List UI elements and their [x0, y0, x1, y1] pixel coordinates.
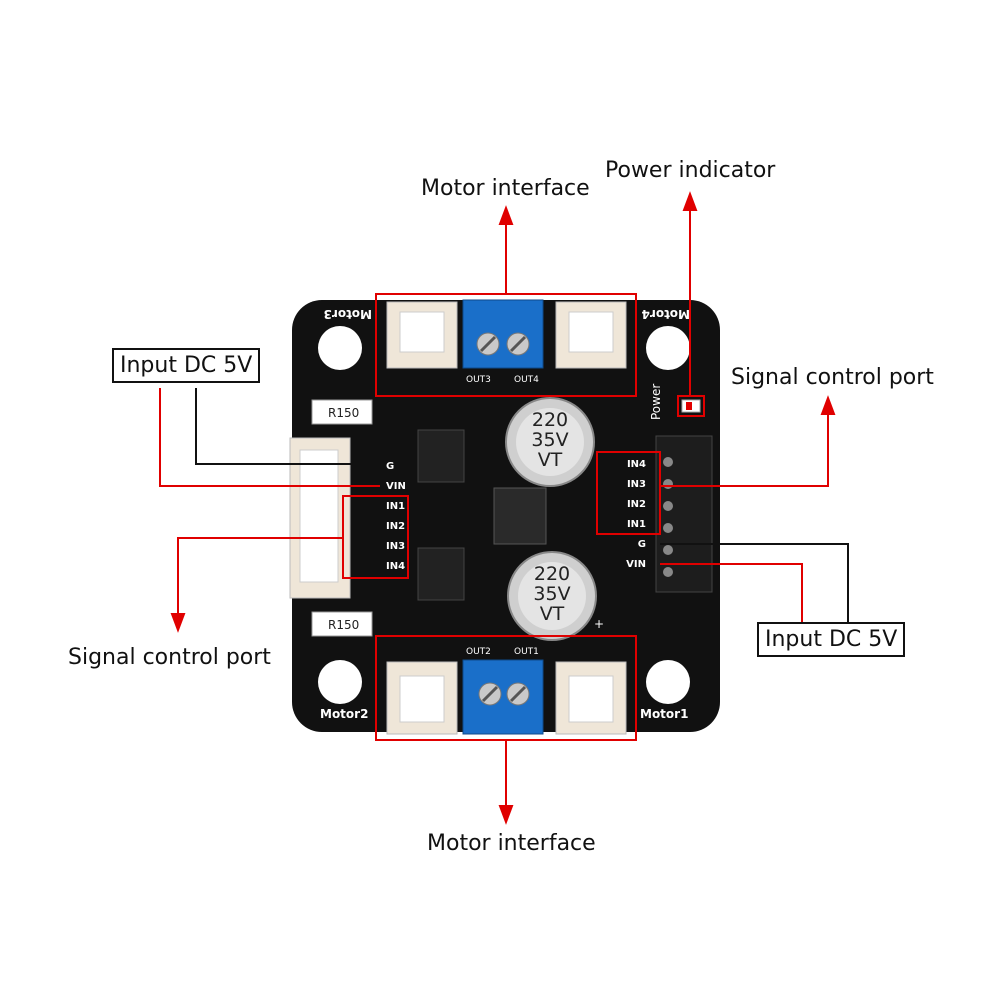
capacitor-label-line: VT	[538, 449, 563, 471]
capacitor-label-line: 35V	[533, 583, 570, 605]
board-label-power: Power	[649, 384, 663, 420]
mounting-hole	[646, 660, 690, 704]
highlight-right-signal	[596, 451, 661, 535]
board-label-motor3: Motor3	[324, 307, 372, 321]
mounting-hole	[318, 326, 362, 370]
board-label-motor2: Motor2	[320, 707, 368, 721]
callout-input-dc-left: Input DC 5V	[112, 348, 261, 383]
pin-label: IN1	[386, 501, 405, 512]
pin-label: IN3	[386, 541, 405, 552]
resistor-label: R150	[328, 618, 359, 632]
plus-mark: +	[594, 617, 604, 631]
callout-input-dc-right: Input DC 5V	[757, 622, 906, 657]
capacitor-label-line: 220	[532, 409, 568, 431]
capacitor-label-line: 220	[534, 563, 570, 585]
callout-motor-interface-bottom: Motor interface	[427, 831, 596, 856]
driver-ic	[417, 429, 465, 483]
bottom-motor-connectors	[386, 659, 627, 735]
top-motor-connectors	[386, 299, 627, 369]
pin-label: G	[638, 539, 646, 550]
capacitor-label-line: 35V	[531, 429, 568, 451]
mounting-hole	[318, 660, 362, 704]
terminal-block	[462, 659, 544, 735]
capacitor-top	[505, 397, 595, 487]
pin-label: VIN	[626, 559, 646, 570]
callout-power-indicator: Power indicator	[605, 158, 776, 183]
callout-signal-control-left: Signal control port	[68, 645, 271, 670]
mounting-hole	[646, 326, 690, 370]
board-label-out1: OUT1	[514, 647, 539, 657]
callout-motor-interface-top: Motor interface	[421, 176, 590, 201]
callout-lines-black	[195, 388, 849, 624]
board-label-out3: OUT3	[466, 375, 491, 385]
capacitor-label-line: VT	[540, 603, 565, 625]
header-pins	[663, 457, 673, 577]
pin-label: IN3	[627, 479, 646, 490]
resistor	[311, 399, 373, 425]
pin-label: IN1	[627, 519, 646, 530]
resistor	[311, 611, 373, 637]
pin-label: IN2	[386, 521, 405, 532]
driver-ic	[417, 547, 465, 601]
pin-label: IN2	[627, 499, 646, 510]
board-label-out4: OUT4	[514, 375, 539, 385]
pin-label: IN4	[386, 561, 405, 572]
pin-label: VIN	[386, 481, 406, 492]
resistor-label: R150	[328, 406, 359, 420]
pin-label: G	[386, 461, 394, 472]
callout-lines-red	[159, 191, 836, 825]
regulator	[493, 487, 547, 545]
pin-label: IN4	[627, 459, 646, 470]
terminal-block	[462, 299, 544, 369]
capacitor-bottom	[507, 551, 597, 641]
board-label-motor4: Motor4	[642, 307, 690, 321]
callout-signal-control-right: Signal control port	[731, 365, 934, 390]
board-label-motor1: Motor1	[640, 707, 688, 721]
board-label-out2: OUT2	[466, 647, 491, 657]
